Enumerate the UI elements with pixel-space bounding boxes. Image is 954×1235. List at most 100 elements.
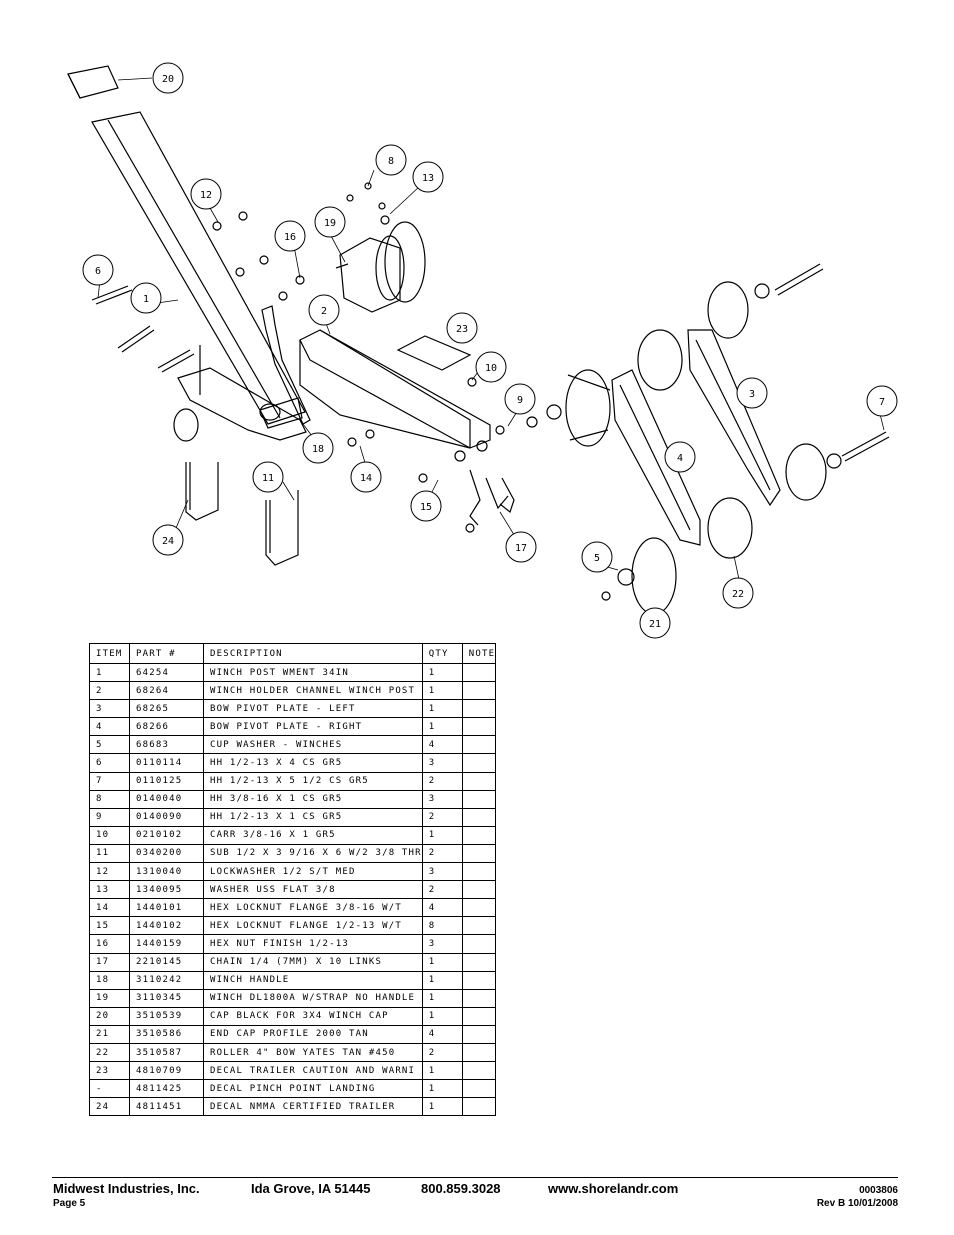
table-cell: 1 (421, 699, 463, 719)
callout-label: 11 (262, 473, 274, 484)
table-cell: HH 1/2-13 X 4 CS GR5 (203, 753, 423, 773)
callout-label: 17 (515, 543, 527, 554)
footer-phone: 800.859.3028 (421, 1181, 501, 1196)
footer-company: Midwest Industries, Inc. (53, 1181, 200, 1196)
table-header-cell: ITEM (89, 643, 130, 664)
table-cell: 2 (421, 807, 463, 827)
callout-circle (152, 524, 184, 556)
callout-circle (736, 377, 768, 409)
callout-label: 21 (649, 619, 661, 630)
callout-label: 24 (162, 536, 174, 547)
table-cell: 1 (421, 662, 463, 683)
part-bow-pivot-plates (611, 329, 781, 546)
part-bolts (91, 182, 890, 483)
table-header-cell: QTY (421, 643, 463, 664)
callout-circle (866, 385, 898, 417)
callout-circle (82, 254, 114, 286)
table-cell (461, 1097, 497, 1117)
callout-circle (190, 178, 222, 210)
table-cell: 1 (421, 1006, 463, 1026)
part-decal (396, 335, 472, 371)
table-cell (461, 1006, 497, 1026)
table-cell: 0110114 (129, 753, 204, 773)
part-winch (335, 221, 426, 313)
table-cell: CARR 3/8-16 X 1 GR5 (203, 825, 423, 845)
table-cell: - (89, 1079, 130, 1099)
table-cell (461, 843, 497, 864)
table-cell: 22 (89, 1042, 130, 1063)
table-cell: 1 (421, 988, 463, 1008)
table-cell: 4 (421, 735, 463, 755)
table-header-cell: PART # (129, 643, 204, 664)
table-cell: 68266 (129, 717, 204, 737)
table-cell: 23 (89, 1061, 130, 1081)
table-cell (461, 970, 497, 990)
table-cell: 20 (89, 1006, 130, 1026)
callout-circle (410, 490, 442, 522)
footer-doc-number: 0003806 (859, 1185, 898, 1196)
callout-label: 5 (594, 553, 600, 564)
footer-page-number: Page 5 (53, 1198, 86, 1209)
part-winch-handle (261, 305, 311, 425)
callout-label: 10 (485, 363, 497, 374)
callout-circle (350, 461, 382, 493)
table-cell: 2 (421, 843, 463, 864)
callout-circle (581, 541, 613, 573)
table-cell: 2 (421, 771, 463, 791)
table-cell (461, 1079, 497, 1099)
callout-circle (314, 206, 346, 238)
part-u-bolts (173, 408, 299, 566)
table-cell: 4811425 (129, 1079, 204, 1099)
table-cell (461, 880, 497, 900)
table-cell: 2 (421, 880, 463, 900)
table-cell: 68265 (129, 699, 204, 719)
table-cell: 16 (89, 934, 130, 954)
part-nuts-washers (212, 211, 842, 601)
table-cell: 1 (421, 717, 463, 737)
part-base-plate (177, 345, 307, 441)
table-cell (461, 771, 497, 791)
table-cell: LOCKWASHER 1/2 S/T MED (203, 862, 423, 882)
table-cell: 3 (421, 789, 463, 809)
table-cell: HEX NUT FINISH 1/2-13 (203, 934, 423, 954)
callout-circle (274, 220, 306, 252)
table-cell: 24 (89, 1097, 130, 1117)
table-cell: 1 (421, 825, 463, 845)
table-cell: 13 (89, 880, 130, 900)
table-cell (461, 681, 497, 701)
part-rollers-endcaps (565, 281, 827, 615)
callout-circle (252, 461, 284, 493)
table-cell: 1440102 (129, 916, 204, 936)
table-cell (461, 717, 497, 737)
footer-rule (52, 1177, 898, 1178)
table-cell: 9 (89, 807, 130, 827)
table-cell (461, 662, 497, 683)
callout-label: 7 (879, 397, 885, 408)
callout-circle (446, 312, 478, 344)
callout-circle (152, 62, 184, 94)
part-winch-post (91, 111, 306, 429)
table-cell (461, 1024, 497, 1044)
table-cell (461, 807, 497, 827)
table-cell: 1 (421, 952, 463, 972)
table-cell: 3510587 (129, 1042, 204, 1063)
table-cell: SUB 1/2 X 3 9/16 X 6 W/2 3/8 THR (203, 843, 423, 864)
callout-circle (412, 161, 444, 193)
part-cap (67, 65, 119, 99)
